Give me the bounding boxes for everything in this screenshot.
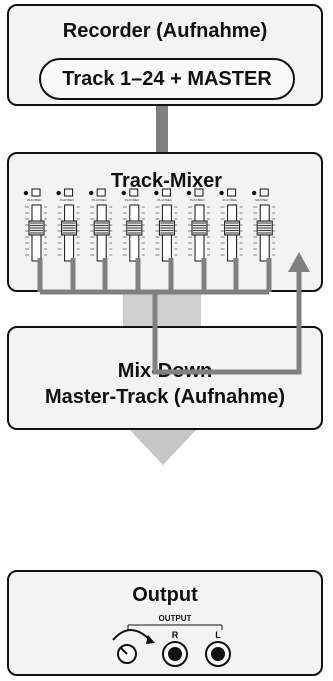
jack-right-label: R <box>169 630 181 640</box>
volume-arc <box>113 630 150 640</box>
jack-left-label: L <box>212 630 224 640</box>
output-panel-label: OUTPUT <box>150 614 200 623</box>
volume-knob-icon <box>118 645 136 663</box>
jack-right-icon <box>163 642 187 666</box>
jack-left-icon <box>206 642 230 666</box>
